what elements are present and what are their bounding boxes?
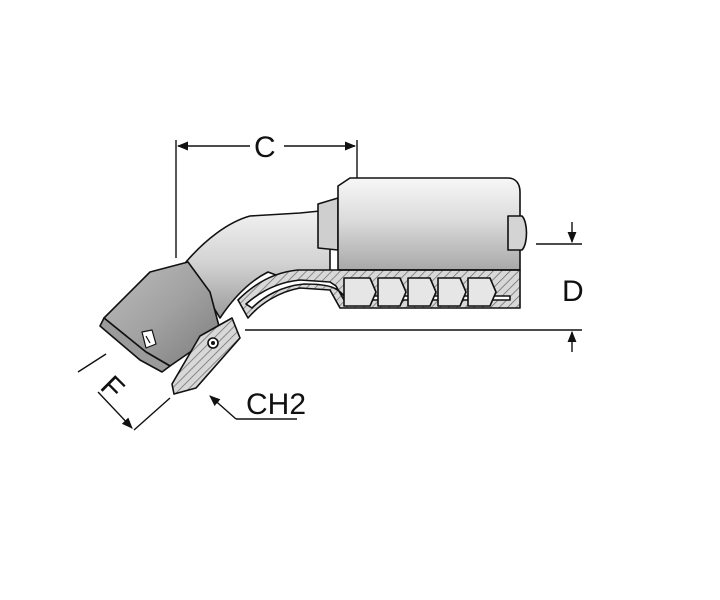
nut-section [171,317,241,395]
fitting-body [99,177,528,395]
inner-bore [245,279,511,309]
logo-mark [141,329,157,349]
dim-d-label: D [562,275,584,308]
ch2-label: CH2 [246,388,306,421]
dim-f-ext-bottom [133,397,171,431]
tube-collar [317,197,339,251]
hose-insert-serrations [343,277,497,307]
dimension-lines [77,140,582,431]
ferrule-sleeve [337,177,521,271]
ch2-leader-diag [209,395,237,420]
nut-face [99,317,171,373]
ferrule-end-ring [507,215,528,251]
dim-f-ext-top [77,353,107,373]
dim-c-label: C [254,131,276,164]
dim-f-arrow [97,391,133,429]
dim-f-label: F [94,370,130,406]
